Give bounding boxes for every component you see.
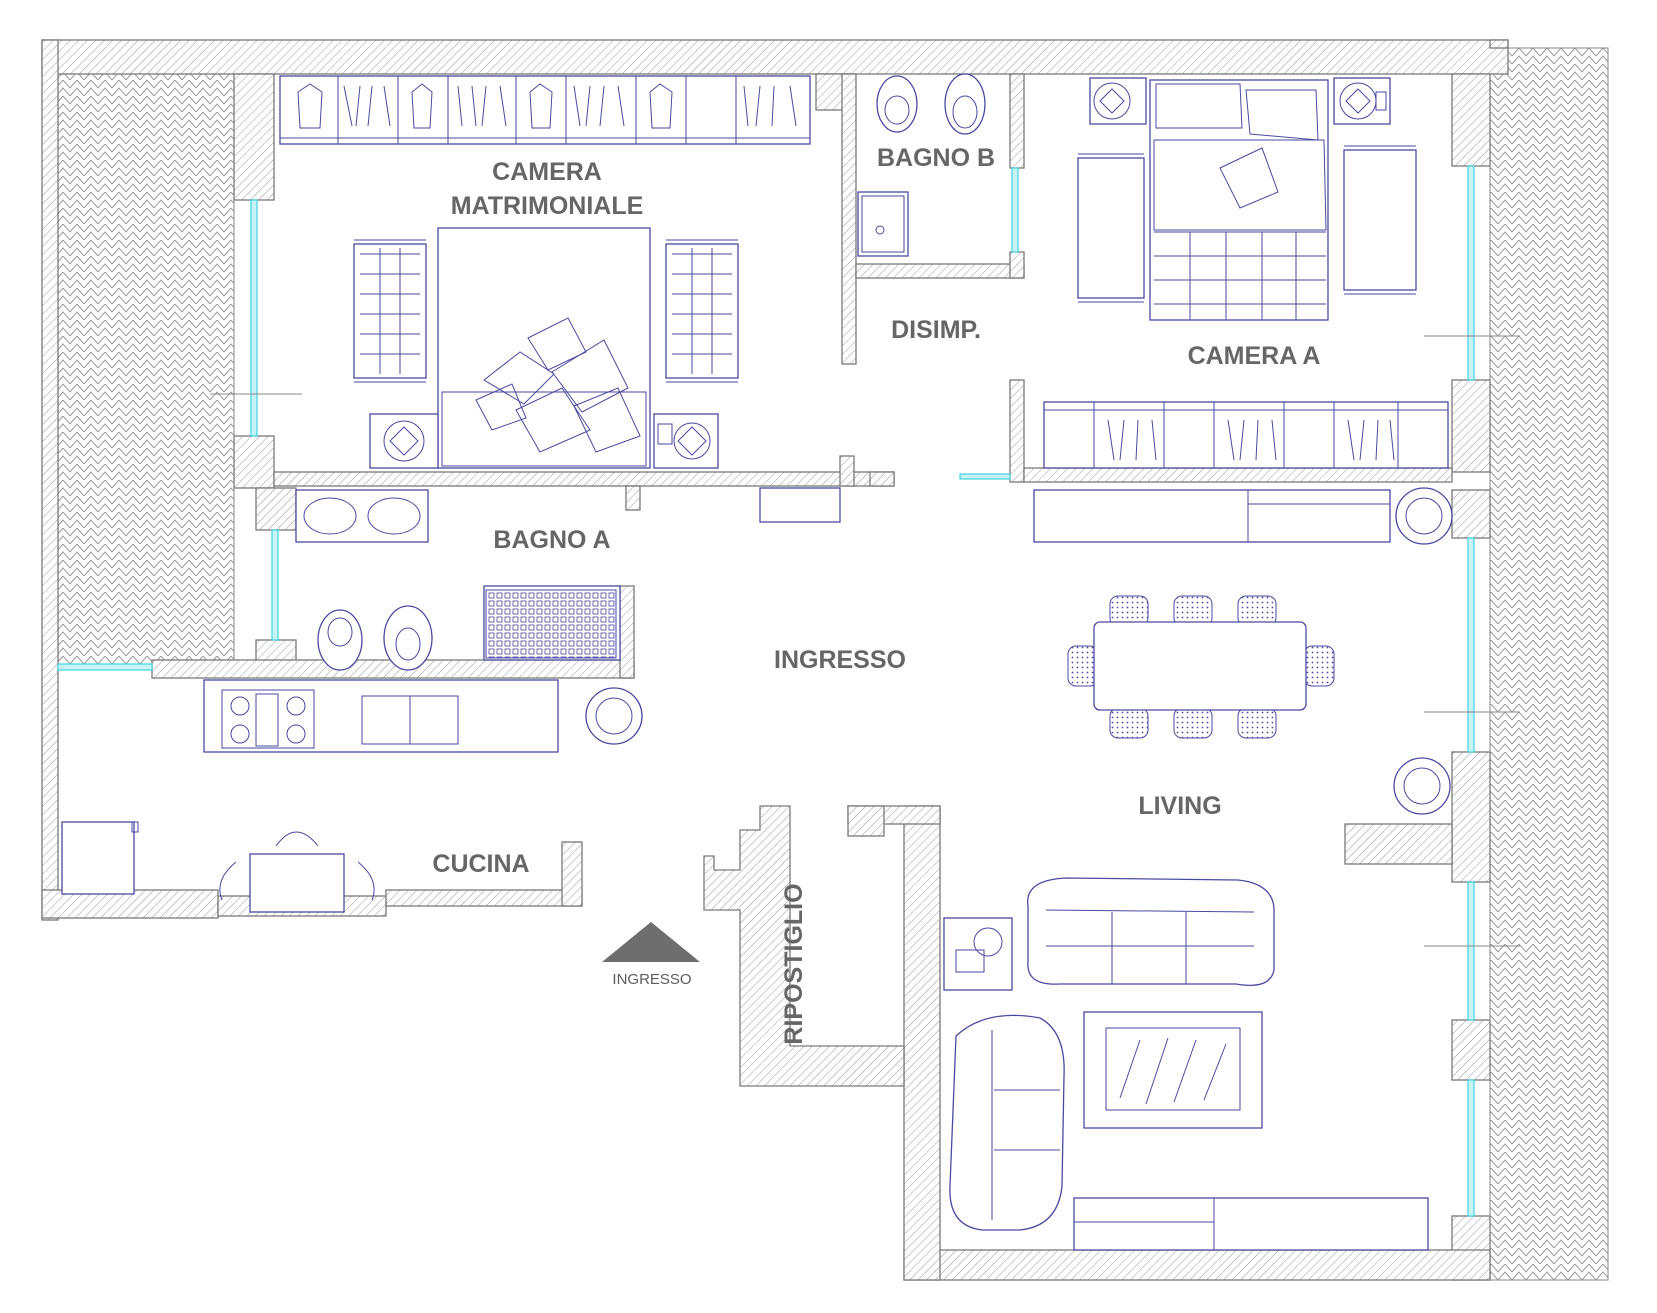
tv-cabinet-top <box>1033 489 1391 543</box>
nightstand-left-camera-a <box>1089 77 1147 125</box>
nightstand-right-camera-a <box>1333 77 1391 125</box>
bed-matrimoniale <box>353 227 739 469</box>
kitchen-round-element <box>585 687 643 745</box>
entry-marker: INGRESSO <box>602 922 700 988</box>
terrace-right <box>1489 47 1609 1281</box>
window-living-3 <box>1467 1079 1475 1217</box>
label-bagno-a: BAGNO A <box>493 526 610 554</box>
nightstand-right-matrimoniale <box>653 413 719 469</box>
window-bagno-b <box>1011 167 1019 253</box>
entry-label: INGRESSO <box>612 971 691 988</box>
window-matrimoniale <box>250 199 258 437</box>
label-camera-matrimoniale-line1: CAMERA <box>492 158 602 186</box>
label-living: LIVING <box>1138 792 1221 820</box>
fridge <box>61 821 139 895</box>
sofa-horizontal <box>1027 877 1275 987</box>
label-cucina: CUCINA <box>432 850 529 878</box>
label-bagno-b: BAGNO B <box>877 144 995 172</box>
sofa-vertical <box>949 1014 1065 1231</box>
label-ripostiglio: RIPOSTIGLIO <box>780 883 808 1044</box>
bagno-b-fixtures <box>857 73 986 257</box>
exterior-walls <box>41 39 1509 1281</box>
terrace-left <box>57 73 235 665</box>
window-camera-a <box>1467 165 1475 381</box>
side-table-phone <box>943 917 1013 991</box>
round-plant-middle <box>1393 757 1451 815</box>
kitchen-counter <box>203 679 559 753</box>
windows <box>57 165 1520 1217</box>
kitchen-table <box>219 831 375 913</box>
interior-walls <box>151 73 1453 679</box>
nightstand-left-matrimoniale <box>369 413 439 469</box>
label-disimp: DISIMP. <box>891 316 981 344</box>
round-plant-top <box>1395 487 1453 545</box>
dining-table <box>1067 595 1335 739</box>
wardrobe-matrimoniale <box>279 75 811 145</box>
bagno-a-fixtures <box>295 487 841 671</box>
door-glass-camera-a <box>959 473 1011 480</box>
rugs-camera-a <box>1077 145 1417 303</box>
window-living-1 <box>1467 537 1475 753</box>
label-camera-matrimoniale-line2: MATRIMONIALE <box>451 192 644 220</box>
window-cucina <box>57 663 153 671</box>
window-living-2 <box>1467 881 1475 1021</box>
tv-cabinet-bottom <box>1073 1197 1429 1251</box>
label-ingresso: INGRESSO <box>774 646 906 674</box>
bed-camera-a <box>1149 79 1329 321</box>
wardrobe-camera-a <box>1043 401 1449 469</box>
triangle-entry-icon <box>602 922 700 962</box>
label-camera-a: CAMERA A <box>1188 342 1321 370</box>
coffee-table-rug <box>1083 1011 1263 1129</box>
window-bagno-a <box>271 529 279 641</box>
